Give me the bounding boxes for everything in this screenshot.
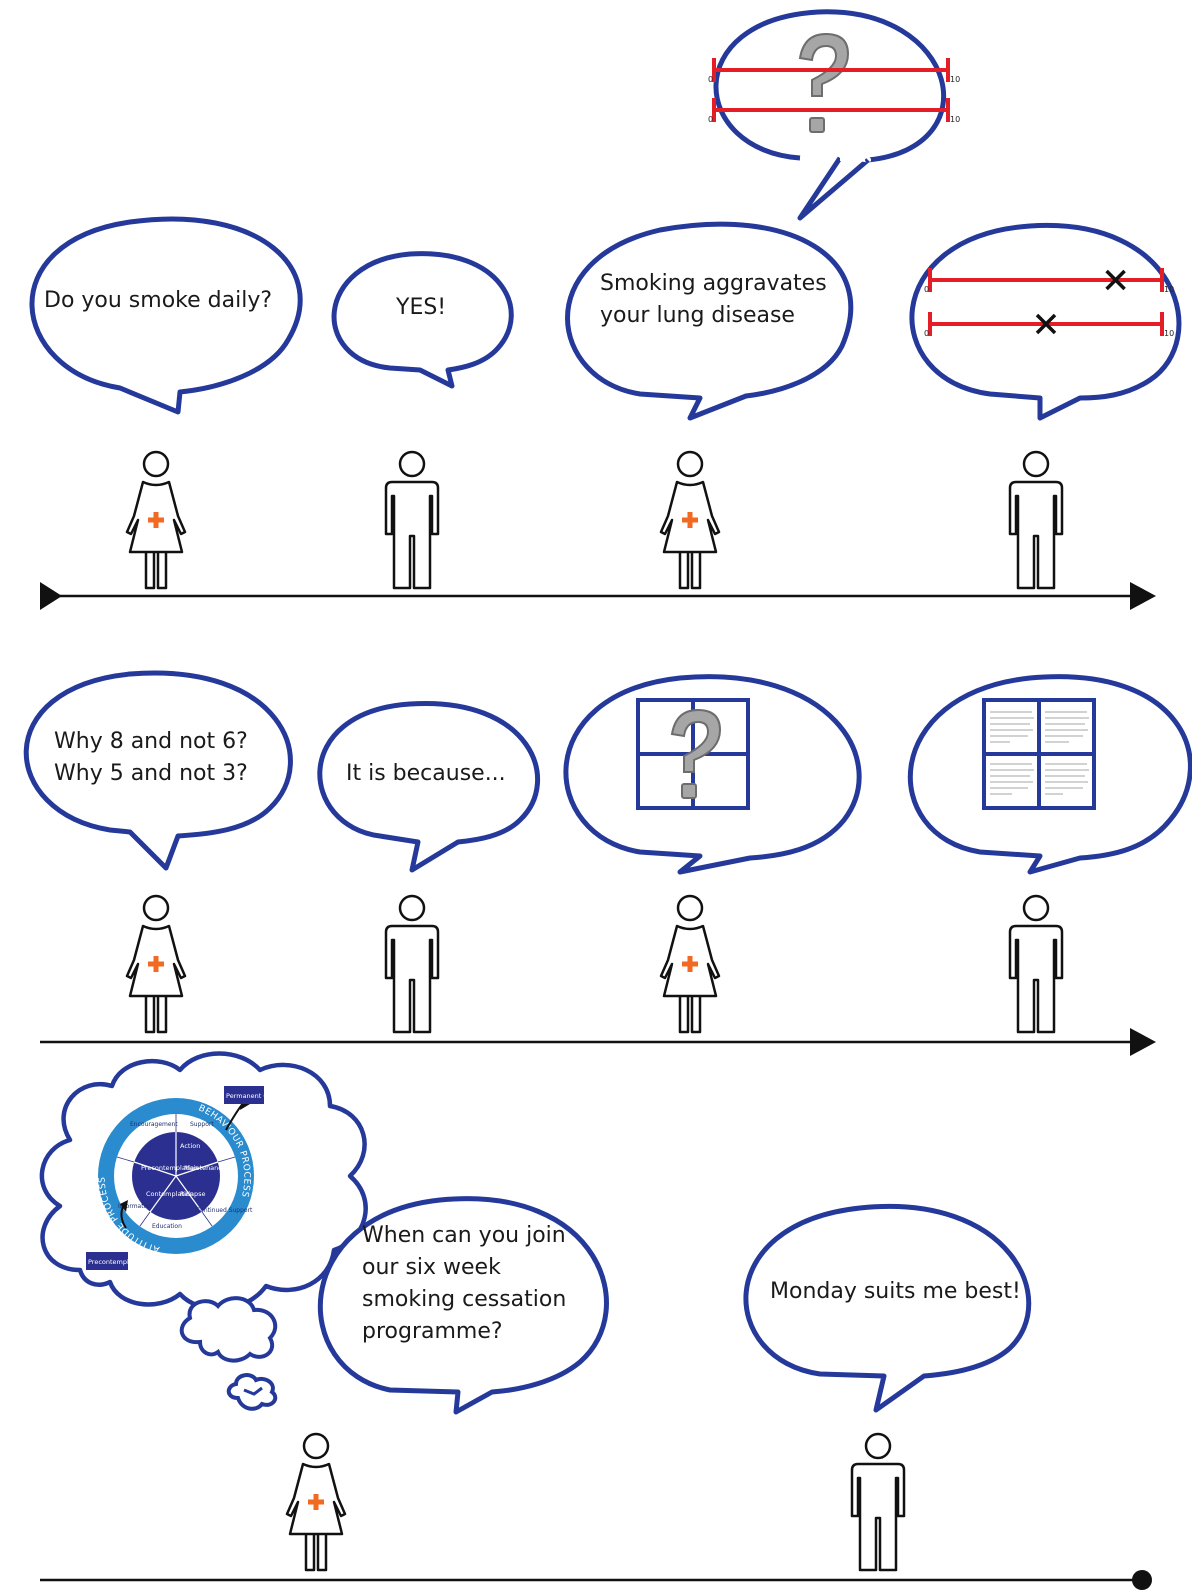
handwritten-notes: [990, 711, 1089, 795]
wheel-ring-label: Encouragement: [130, 1121, 178, 1128]
speech-bubble-patient-answer: YES!: [331, 251, 514, 389]
wheel-stage-label: Action: [180, 1142, 200, 1150]
patient-figure-icon: [850, 1432, 906, 1572]
nurse-figure-icon: [661, 896, 719, 1032]
nurse-figure-icon: [287, 1434, 345, 1570]
scale-max-label: 10: [950, 75, 960, 84]
wheel-ring-label: Information: [118, 1203, 153, 1210]
speech-bubble-nurse-invite: When can you join our six week smoking c…: [317, 1196, 609, 1415]
scale-max-label: 10: [950, 115, 960, 124]
nurse-figure-icon: [661, 452, 719, 588]
precontemplation-box: Precontemplation: [88, 1258, 145, 1266]
speech-bubble-nurse-grid: [563, 674, 862, 875]
speech-text-line1: Smoking aggravates: [600, 271, 827, 296]
speech-text-line1: Why 8 and not 6?: [54, 729, 248, 754]
speech-bubble-patient-scores: 0 10 0 10: [909, 223, 1182, 421]
wheel-stage-label: Precontemplation: [141, 1164, 198, 1172]
speech-bubble-nurse-why: Why 8 and not 6? Why 5 and not 3?: [23, 670, 293, 871]
speech-bubble-patient-notes: [907, 674, 1192, 875]
speech-bubble-patient-because: It is because...: [317, 701, 540, 873]
nurse-figure-icon: [127, 896, 185, 1032]
empty-scale-2: 0 10: [708, 98, 960, 124]
question-mark-icon: [670, 708, 722, 799]
patient-figure-icon: [1008, 894, 1064, 1034]
speech-text-line4: programme?: [362, 1319, 503, 1344]
thought-cloud: Action Maintenance Relapse Contemplation…: [39, 1051, 368, 1411]
wheel-stage-label: Contemplation: [146, 1190, 194, 1198]
timeline-arrow-1: [40, 582, 1156, 610]
wheel-stage-label: Maintenance: [184, 1164, 226, 1172]
patient-figure-icon: [384, 450, 440, 590]
scale-min-label: 0: [924, 329, 929, 338]
score-cross-icon: [1105, 269, 1126, 291]
timeline-arrow-2: [40, 1028, 1156, 1056]
answered-scale-1: 0 10: [924, 268, 1174, 294]
patient-figure-icon: [1008, 450, 1064, 590]
empty-scale-1: 0 10: [708, 58, 960, 84]
speech-text: YES!: [395, 295, 446, 320]
stages-of-change-wheel: Action Maintenance Relapse Contemplation…: [86, 1086, 288, 1270]
speech-text: Monday suits me best!: [770, 1279, 1021, 1304]
speech-text-line2: our six week: [362, 1255, 501, 1280]
scale-min-label: 0: [708, 115, 713, 124]
speech-text: It is because...: [346, 761, 506, 786]
empty-decision-grid: [636, 698, 750, 810]
speech-text-line2: your lung disease: [600, 303, 795, 328]
scale-max-label: 10: [1164, 329, 1174, 338]
wheel-ring-label: Education: [152, 1223, 182, 1230]
timeline-end: [40, 1570, 1152, 1590]
nurse-figure-icon: [127, 452, 185, 588]
scale-min-label: 0: [924, 285, 929, 294]
scale-max-label: 10: [1164, 285, 1174, 294]
speech-bubble-patient-accept: Monday suits me best!: [743, 1203, 1032, 1413]
question-scales-bubble: 0 10 0 10: [708, 9, 960, 221]
wheel-stage-label: Relapse: [180, 1190, 206, 1198]
wheel-ring-label: Support: [190, 1121, 214, 1128]
scale-min-label: 0: [708, 75, 713, 84]
speech-text: Do you smoke daily?: [44, 288, 272, 313]
speech-text-line3: smoking cessation: [362, 1287, 566, 1312]
score-cross-icon: [1035, 313, 1057, 335]
question-mark-icon: [798, 32, 850, 133]
filled-decision-grid: [982, 698, 1096, 810]
permanent-change-box: Permanent Change: [226, 1092, 288, 1100]
wheel-ring-label: Continued Support: [196, 1207, 253, 1214]
speech-bubble-nurse-question: Do you smoke daily?: [29, 216, 303, 415]
speech-bubble-nurse-advice: Smoking aggravates your lung disease: [565, 221, 854, 421]
answered-scale-2: 0 10: [924, 312, 1174, 338]
speech-text-line1: When can you join: [362, 1223, 566, 1248]
speech-text-line2: Why 5 and not 3?: [54, 761, 248, 786]
patient-figure-icon: [384, 894, 440, 1034]
